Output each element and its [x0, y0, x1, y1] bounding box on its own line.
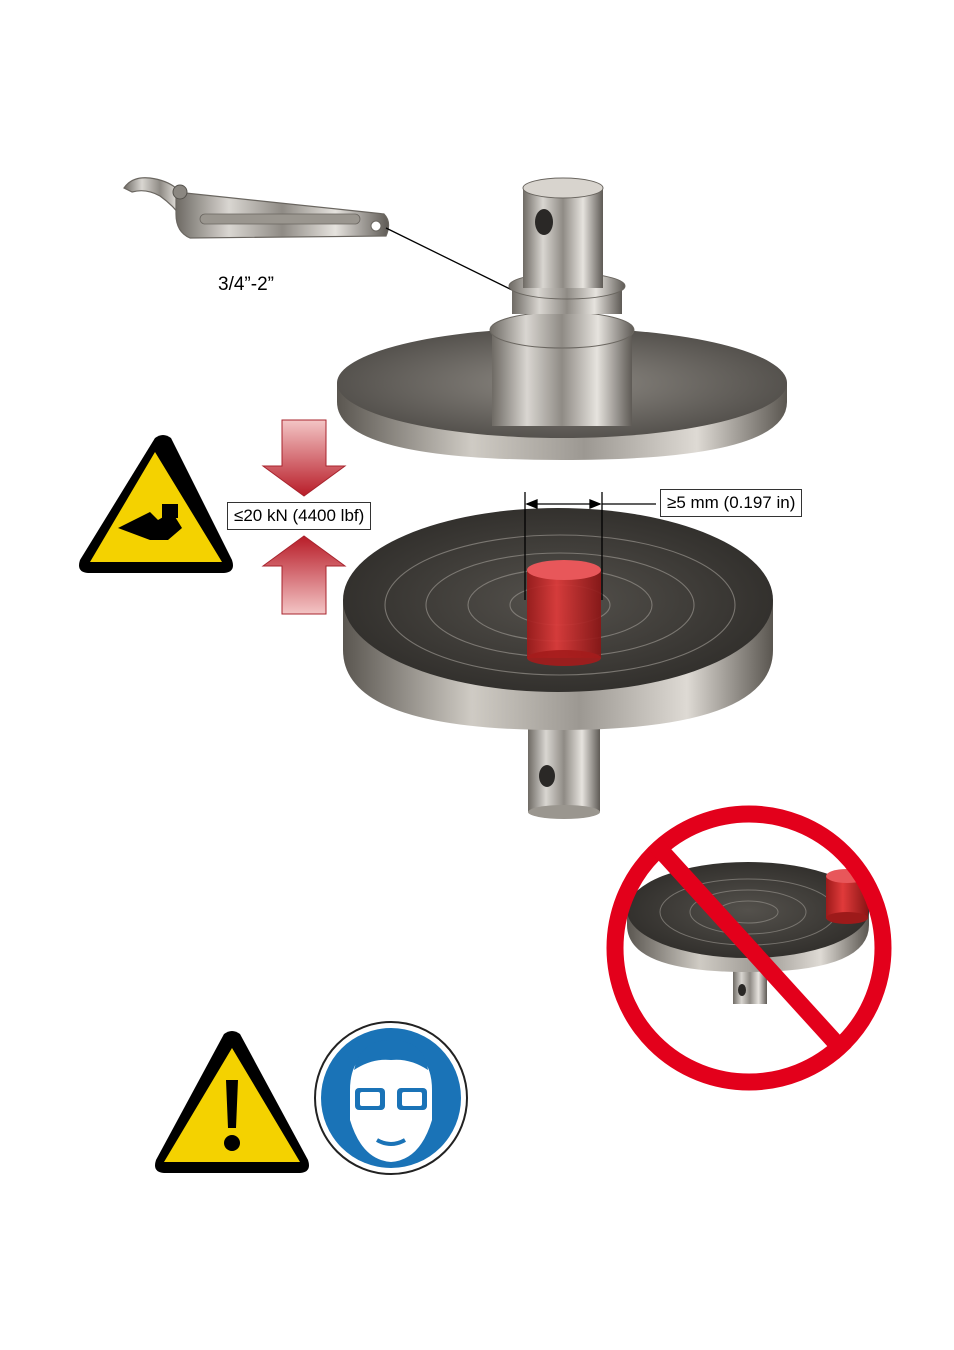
general-warning-icon	[155, 1031, 309, 1173]
hook-spanner-wrench	[124, 178, 389, 238]
wrench-leader-line	[386, 228, 512, 290]
max-force-label: ≤20 kN (4400 lbf)	[227, 502, 371, 530]
min-distance-label: ≥5 mm (0.197 in)	[660, 489, 802, 517]
wrench-size-label: 3/4”-2”	[218, 274, 274, 296]
upper-platen	[337, 178, 787, 460]
eye-protection-mandatory-icon	[315, 1022, 467, 1174]
crush-hazard-warning-icon	[79, 435, 233, 573]
test-specimen	[527, 570, 601, 658]
lower-platen	[343, 508, 773, 819]
